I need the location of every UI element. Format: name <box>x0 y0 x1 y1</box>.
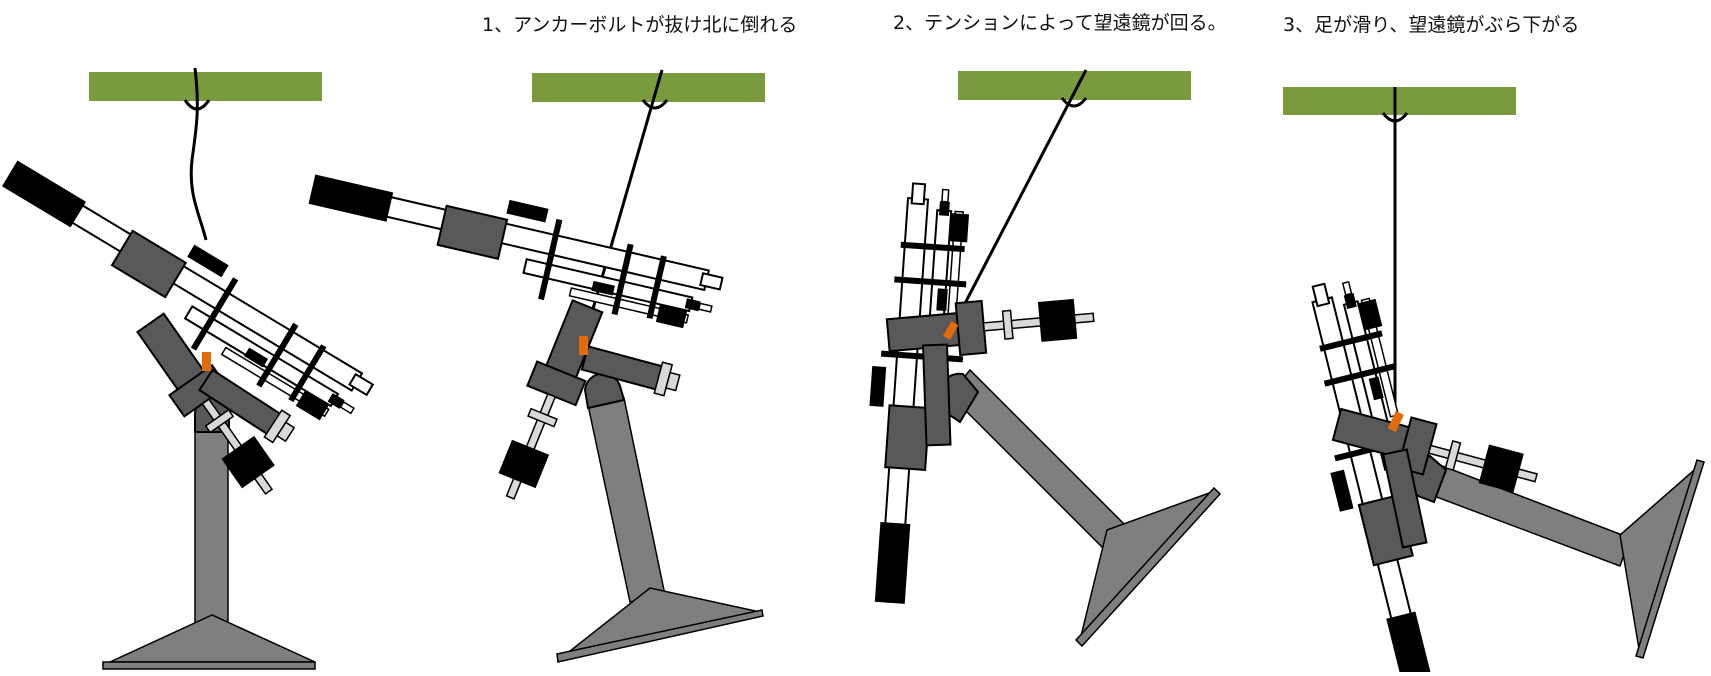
hook-1 <box>641 99 669 110</box>
ceiling-beam-1 <box>532 73 765 102</box>
pier-column-0 <box>194 429 229 626</box>
latitude-arm-1 <box>580 345 681 397</box>
ceiling-beam-0 <box>89 72 322 101</box>
ceiling-beam-2 <box>958 71 1191 100</box>
orange-marker-2 <box>943 321 959 340</box>
pier-column-2 <box>948 368 1132 552</box>
caption-step2: 2、テンションによって望遠鏡が回る。 <box>893 12 1227 34</box>
hook-2 <box>1060 97 1088 108</box>
panel-step1 <box>298 69 765 663</box>
orange-marker-1 <box>579 336 588 355</box>
pier-foot-3 <box>1635 459 1705 659</box>
rope-2 <box>944 69 1088 341</box>
hook-0 <box>183 99 211 111</box>
latitude-arm-0 <box>198 368 296 444</box>
latitude-arm-2 <box>921 343 952 447</box>
ceiling-beam-3 <box>1283 87 1516 115</box>
panel-step2 <box>854 69 1222 648</box>
latitude-arm-3 <box>1382 448 1428 549</box>
orange-marker-3 <box>1387 411 1404 433</box>
hook-3 <box>1381 112 1409 123</box>
pier-base-0 <box>109 614 316 663</box>
panel-normal <box>0 67 389 670</box>
caption-step3: 3、足が滑り、望遠鏡がぶら下がる <box>1283 14 1580 36</box>
pier-foot-2 <box>1074 486 1222 648</box>
telescope-1 <box>298 155 730 340</box>
orange-marker-0 <box>202 352 211 371</box>
rope-0 <box>189 67 208 241</box>
pier-foot-1 <box>556 609 764 663</box>
pier-foot-0 <box>102 661 316 670</box>
caption-step1: 1、アンカーボルトが抜け北に倒れる <box>482 14 798 36</box>
pier-column-1 <box>587 397 666 603</box>
panel-step3 <box>1283 87 1705 676</box>
